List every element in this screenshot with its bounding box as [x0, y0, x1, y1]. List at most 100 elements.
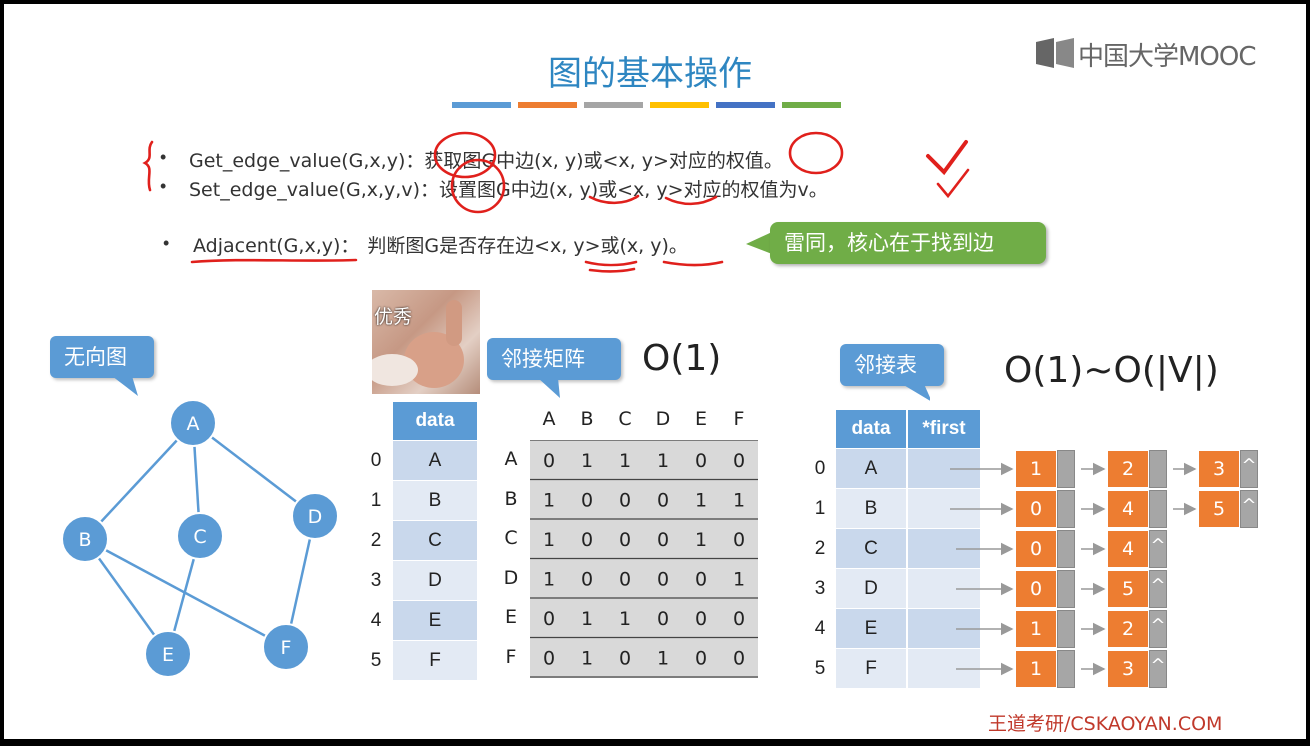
adjlist-next-pointer: [1149, 490, 1167, 528]
callout-pointer: [746, 232, 772, 254]
matrix-cell: 0: [657, 489, 669, 511]
matrix-cell: 0: [581, 489, 593, 511]
underline-mark: [588, 194, 640, 205]
matrix-cell: 0: [733, 529, 745, 551]
matrix-col-header: A: [542, 408, 556, 430]
bullet-marker: •: [160, 147, 167, 167]
matrix-cell: 1: [543, 489, 555, 511]
adjlist-vertex-cell: D: [836, 569, 906, 608]
check-mark: [926, 140, 968, 176]
adjlist-node-value: 3: [1107, 650, 1149, 688]
underline-mark: [588, 267, 636, 273]
matrix-cell: 1: [695, 489, 707, 511]
callout-pointer: [538, 378, 560, 398]
check-mark: [936, 168, 970, 199]
svg-text:A: A: [187, 413, 200, 435]
bullet-marker: •: [163, 233, 170, 253]
matrix-callout: 邻接矩阵: [487, 338, 621, 380]
matrix-row-header: D: [503, 566, 519, 589]
matrix-cell: 0: [695, 608, 707, 630]
adjlist-null-pointer: ^: [1149, 530, 1167, 568]
circle-mark: [450, 158, 506, 214]
svg-text:E: E: [162, 644, 174, 666]
slide-title: 图的基本操作: [548, 54, 752, 94]
adjlist-next-pointer: [1057, 450, 1075, 488]
matrix-vertex-cell: C: [393, 521, 477, 560]
svg-text:D: D: [308, 506, 323, 528]
operation-description: 设置图G中边(x, y)或<x, y>对应的权值为v。: [439, 179, 828, 201]
adjlist-node-value: 1: [1015, 650, 1057, 688]
graph-node: E: [144, 630, 192, 678]
adjlist-node-value: 3: [1198, 450, 1240, 488]
adjlist-row-index: 1: [814, 498, 826, 519]
adjlist-node-value: 1: [1015, 450, 1057, 488]
adjlist-node-value: 4: [1107, 530, 1149, 568]
matrix-cell: 0: [733, 647, 745, 669]
matrix-cell: 0: [733, 450, 745, 472]
matrix-cell: 1: [581, 608, 593, 630]
matrix-row-index: 4: [370, 610, 382, 631]
matrix-row-index: 2: [370, 530, 382, 551]
matrix-cell: 1: [733, 489, 745, 511]
matrix-data-header: data: [393, 402, 477, 440]
matrix-cell: 1: [619, 450, 631, 472]
matrix-vertex-cell: A: [393, 441, 477, 480]
adjlist-node-value: 4: [1107, 490, 1149, 528]
adjlist-node-value: 0: [1015, 490, 1057, 528]
circle-mark: [433, 131, 497, 179]
matrix-col-header: B: [580, 408, 594, 430]
adjlist-row-index: 2: [814, 538, 826, 559]
matrix-col-header: E: [694, 408, 707, 430]
matrix-cell: 1: [619, 608, 631, 630]
matrix-cell: 0: [619, 647, 631, 669]
title-color-bar: [716, 102, 775, 108]
graph-node: F: [262, 623, 310, 671]
underline-mark: [664, 195, 718, 206]
matrix-row-header: B: [504, 487, 518, 510]
matrix-cell: 0: [657, 608, 669, 630]
frame-border-top: [0, 0, 1310, 4]
green-callout: 雷同，核心在于找到边: [770, 222, 1046, 264]
footer-watermark: 王道考研/CSKAOYAN.COM: [988, 713, 1223, 735]
frame-border-right: [1306, 0, 1310, 746]
brace-mark: [142, 140, 154, 192]
adjlist-next-pointer: [1057, 610, 1075, 648]
adjlist-callout: 邻接表: [840, 344, 944, 386]
matrix-col-header: D: [655, 408, 671, 430]
matrix-cell: 0: [695, 568, 707, 590]
adjlist-node-value: 5: [1198, 490, 1240, 528]
graph-node: D: [291, 492, 339, 540]
adjlist-first-header: *first: [908, 410, 980, 448]
graph-edge: [192, 422, 316, 517]
adjlist-node-value: 2: [1107, 610, 1149, 648]
operation-signature: Get_edge_value(G,x,y)：: [189, 150, 425, 172]
graph-node: A: [169, 399, 217, 447]
matrix-row-index: 0: [370, 450, 382, 471]
title-color-bar: [518, 102, 577, 108]
matrix-cell: 0: [543, 450, 555, 472]
mooc-logo-icon: [1036, 38, 1074, 68]
reaction-photo: [372, 290, 480, 394]
adjlist-null-pointer: ^: [1149, 570, 1167, 608]
matrix-cell: 0: [581, 529, 593, 551]
graph-edge: [84, 422, 194, 540]
title-color-bar: [584, 102, 643, 108]
matrix-cell: 1: [581, 647, 593, 669]
matrix-cell: 1: [657, 450, 669, 472]
matrix-cell: 1: [733, 568, 745, 590]
matrix-cell: 1: [543, 529, 555, 551]
matrix-cell: 1: [695, 529, 707, 551]
title-color-bar: [650, 102, 709, 108]
matrix-cell: 0: [695, 450, 707, 472]
matrix-vertex-cell: D: [393, 561, 477, 600]
adjlist-data-header: data: [836, 410, 906, 448]
callout-pointer: [902, 384, 930, 401]
adjlist-next-pointer: [1057, 650, 1075, 688]
adjlist-next-pointer: [1057, 570, 1075, 608]
matrix-row-index: 5: [370, 650, 382, 671]
matrix-col-header: C: [618, 408, 632, 430]
adjlist-vertex-cell: B: [836, 489, 906, 528]
matrix-row-header: A: [504, 448, 518, 470]
